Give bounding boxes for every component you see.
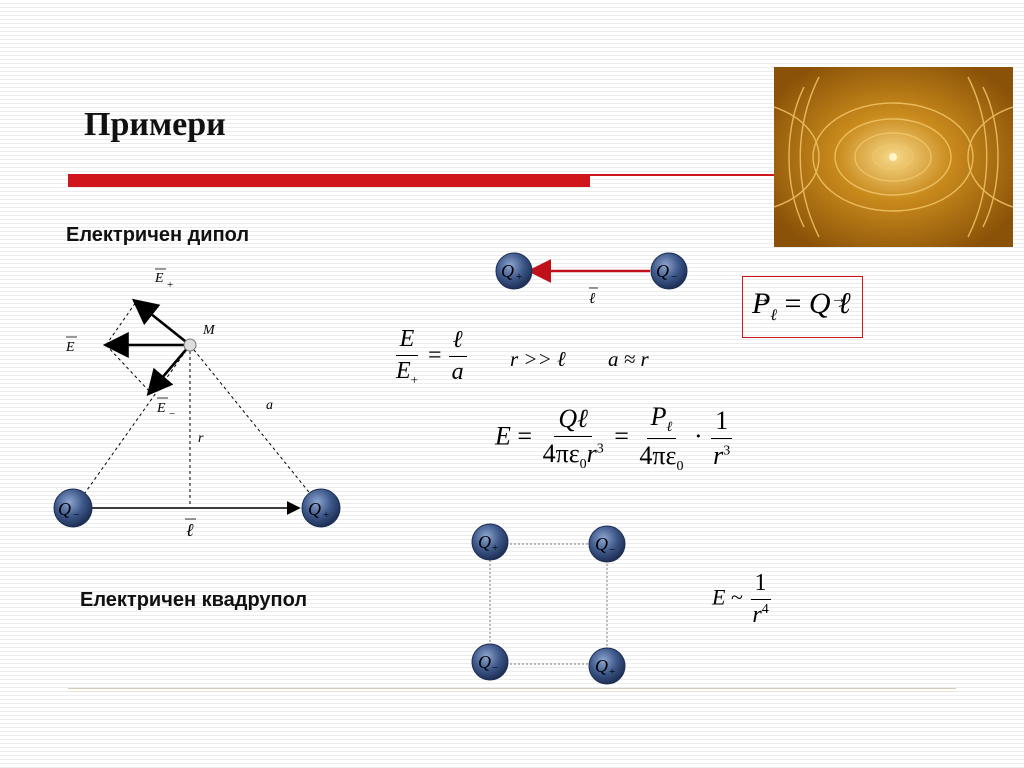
moment-ell-label: ℓ [589, 291, 595, 307]
e-plus-label: E [154, 271, 164, 286]
e-plus-sub: + [167, 279, 173, 291]
quad-charge-tl-sign: + [492, 542, 498, 554]
dipole-charge-minus-q: Q [58, 499, 71, 519]
vector-arrow-icon: → [830, 290, 847, 307]
moment-charge-plus-q: Q [501, 261, 514, 281]
quadrupole-heading: Електричен квадрупол [80, 589, 308, 611]
quadrupole-diagram: Q + Q − Q − Q + [471, 523, 626, 685]
dipole-vector-diagram: Q − Q + M E + E E − a r ℓ [53, 268, 341, 540]
dipole-moment-formula: → Pℓ = Q → ℓ [752, 284, 851, 336]
vector-arrow-icon: → [754, 290, 770, 307]
quad-charge-br-sign: + [609, 666, 615, 678]
dipole-moment-diagram: Q + Q − ℓ [495, 252, 688, 307]
footer-divider-secondary [68, 691, 956, 692]
dipole-field-image [774, 67, 1013, 247]
condition-a-approx-r: a ≈ r [608, 347, 649, 371]
quad-charge-tl-q: Q [478, 532, 491, 552]
field-ratio-formula: E E+ = ℓ a [392, 326, 468, 388]
dipole-charge-minus-sign: − [73, 509, 79, 521]
point-m-label: M [202, 323, 216, 338]
footer-divider [68, 688, 956, 689]
dipole-moment-formula-box [742, 276, 863, 338]
e-minus-label: E [156, 401, 166, 416]
quad-charge-tr-sign: − [609, 544, 615, 556]
moment-charge-minus-sign: − [671, 271, 677, 283]
dipole-charge-plus-sign: + [323, 509, 329, 521]
moment-charge-minus-q: Q [656, 261, 669, 281]
dipole-heading: Електричен дипол [66, 224, 250, 246]
e-total-label: E [65, 340, 75, 355]
quad-charge-bl-sign: − [492, 662, 498, 674]
dipole-field-formula: E = Qℓ 4πε0r3 = Pℓ 4πε0 · 1 r3 [495, 402, 733, 475]
moment-charge-plus-sign: + [516, 271, 522, 283]
slide-title: Примери [84, 106, 226, 143]
quad-charge-tr-q: Q [595, 534, 608, 554]
distance-r-label: r [198, 431, 204, 446]
quadrupole-field-formula: E ~ 1 r4 [712, 570, 771, 628]
title-underline-bar [68, 174, 590, 187]
condition-r-much-greater: r >> ℓ [510, 347, 566, 371]
dipole-charge-plus-q: Q [308, 499, 321, 519]
quad-charge-br-q: Q [595, 656, 608, 676]
title-underline-thin [590, 174, 776, 176]
quad-charge-bl-q: Q [478, 652, 491, 672]
separation-ell-label: ℓ [186, 520, 194, 540]
e-minus-sub: − [169, 408, 175, 420]
distance-a-label: a [266, 398, 273, 413]
